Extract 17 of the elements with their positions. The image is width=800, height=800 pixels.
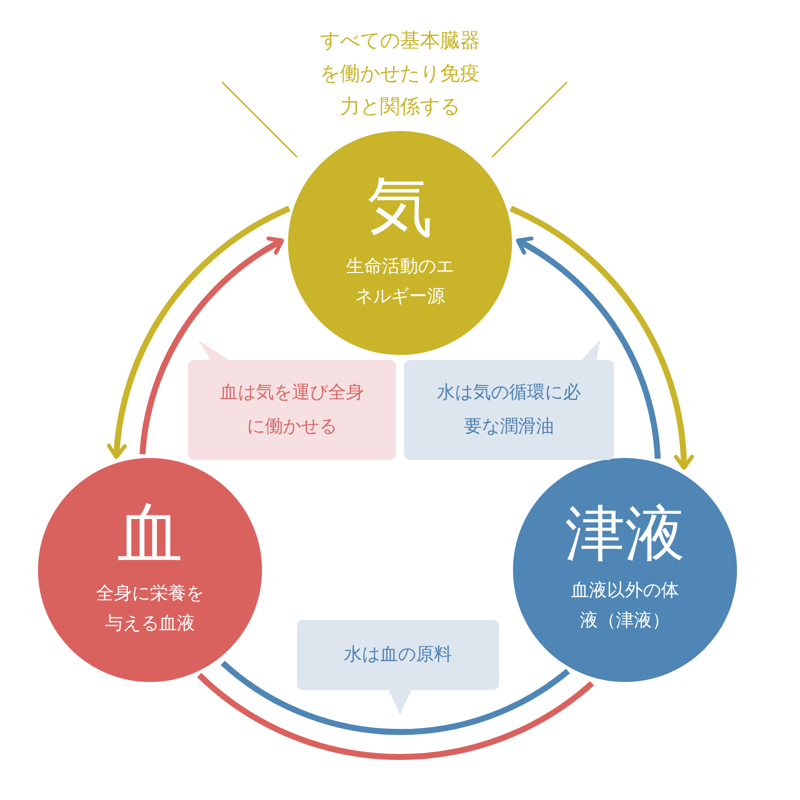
curved-arrow (140, 237, 284, 455)
speech-bubble (297, 620, 499, 690)
bubble-text: 水は血の原料 (343, 643, 453, 667)
bubble-text: 水は気の循環に必要な潤滑油 (436, 381, 582, 439)
concept-description: 血液以外の体液（津液） (570, 579, 680, 633)
concept-title: 津液 (565, 504, 685, 564)
curved-arrow (516, 237, 661, 460)
curved-arrow (108, 206, 291, 459)
speech-bubble (404, 360, 614, 460)
concept-description: 全身に栄養を与える血液 (95, 582, 205, 636)
concept-title: 気 (367, 174, 433, 240)
description-text: すべての基本臓器を働かせたり免疫力と関係する (319, 27, 481, 120)
concept-title: 血 (117, 501, 183, 567)
concept-description: 生命活動のエネルギー源 (345, 255, 455, 309)
speech-bubble (188, 360, 396, 460)
bubble-text: 血は気を運び全身に働かせる (219, 381, 365, 439)
curved-arrow (509, 206, 694, 470)
